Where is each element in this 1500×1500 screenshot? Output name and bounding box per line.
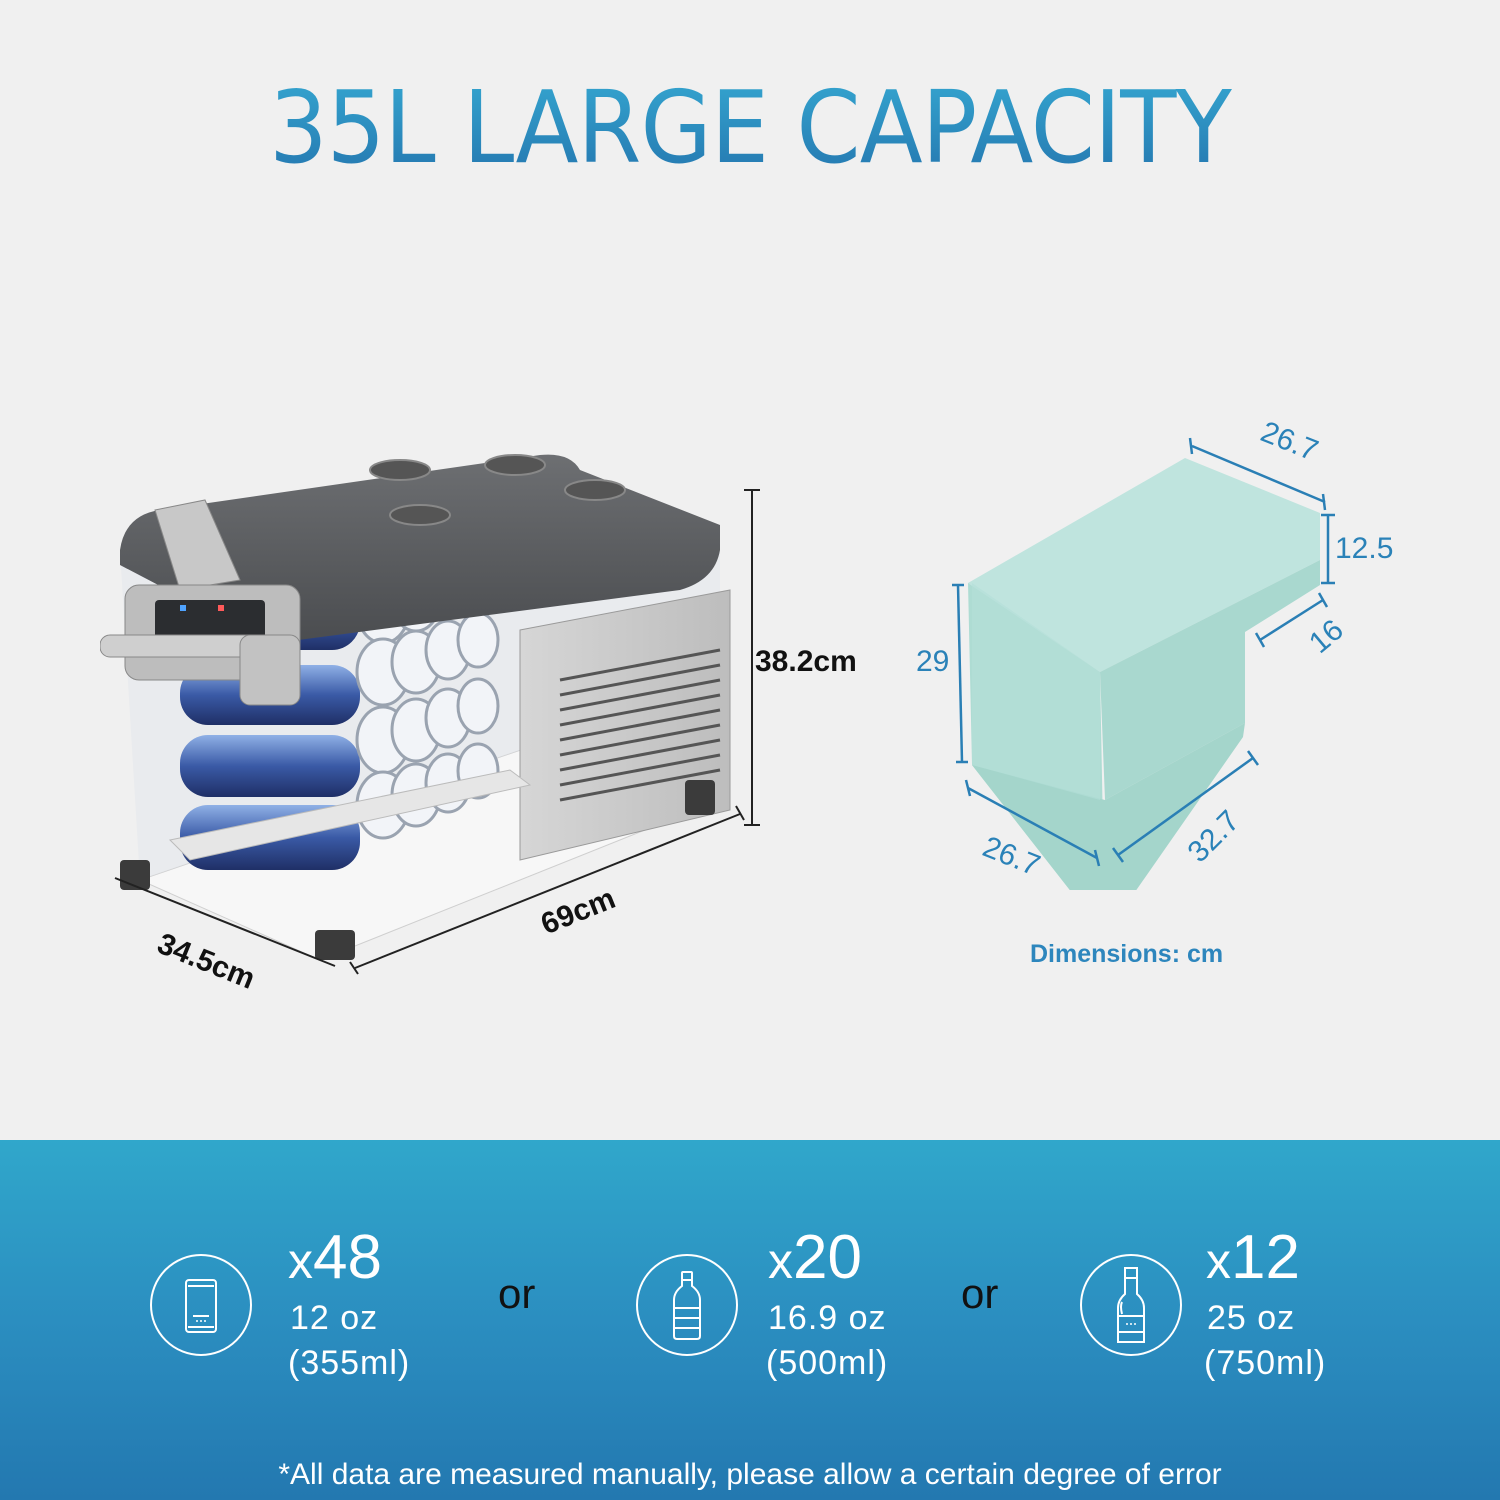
dimensions-unit-label: Dimensions: cm <box>1030 940 1224 968</box>
qty-prefix: x <box>768 1233 793 1289</box>
interior-dimensions-diagram: 26.7 12.5 16 29 26.7 32.7 <box>900 410 1460 935</box>
qty-value: 20 <box>793 1223 862 1292</box>
water-bottle-quantity: x20 <box>768 1226 862 1293</box>
can-icon <box>150 1254 252 1356</box>
water-bottle-size-ml: (500ml) <box>766 1344 889 1382</box>
qty-value: 48 <box>313 1223 382 1292</box>
water-bottle-size-oz: 16.9 oz <box>768 1299 887 1337</box>
water-bottle-icon <box>636 1254 738 1356</box>
step-height-label: 12.5 <box>1335 532 1394 565</box>
wine-bottle-quantity: x12 <box>1206 1226 1300 1293</box>
capacity-band <box>0 1140 1500 1500</box>
can-quantity: x48 <box>288 1226 382 1293</box>
height-label: 38.2cm <box>755 645 857 678</box>
cooler-illustration: 38.2cm 69cm 34.5cm <box>99 440 890 1010</box>
footnote: *All data are measured manually, please … <box>278 1458 1222 1491</box>
or-separator-2: or <box>961 1270 999 1317</box>
qty-prefix: x <box>288 1233 313 1289</box>
can-size-ml: (355ml) <box>288 1344 411 1382</box>
qty-prefix: x <box>1206 1233 1231 1289</box>
qty-value: 12 <box>1231 1223 1300 1292</box>
can-size-oz: 12 oz <box>290 1299 379 1337</box>
interior-shape <box>952 437 1335 935</box>
total-height-label: 29 <box>916 645 950 678</box>
wine-bottle-size-ml: (750ml) <box>1204 1344 1327 1382</box>
page-title: 35L LARGE CAPACITY <box>60 68 1440 188</box>
or-separator-1: or <box>498 1270 536 1317</box>
wine-bottle-icon <box>1080 1254 1182 1356</box>
cooler-image <box>99 454 760 975</box>
wine-bottle-size-oz: 25 oz <box>1207 1299 1296 1337</box>
